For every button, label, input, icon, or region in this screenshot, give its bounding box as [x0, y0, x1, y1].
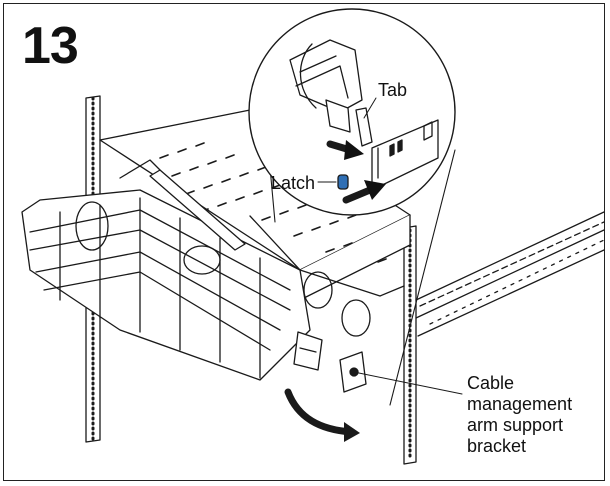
- bracket-callout-label: Cable management arm support bracket: [467, 373, 572, 457]
- detail-magnifier: [248, 8, 456, 216]
- curved-arrow-icon: [284, 388, 360, 442]
- arrow-right-icon: [326, 140, 386, 204]
- tab-callout-label: Tab: [378, 80, 408, 100]
- latch-callout-label: Latch: [271, 173, 316, 193]
- bracket-leader-line: [353, 371, 463, 395]
- bracket-label-line-3: arm support: [467, 415, 564, 435]
- slide-rail: [415, 211, 605, 337]
- zoom-line-right: [389, 149, 456, 406]
- bracket-label-line-1: Cable: [467, 373, 515, 393]
- bracket-label-line-2: management: [467, 394, 573, 414]
- bracket-label-line-4: bracket: [467, 436, 527, 456]
- cable-management-arm: [21, 159, 405, 393]
- right-rack-rail: [403, 225, 417, 465]
- step-number: 13: [22, 17, 79, 75]
